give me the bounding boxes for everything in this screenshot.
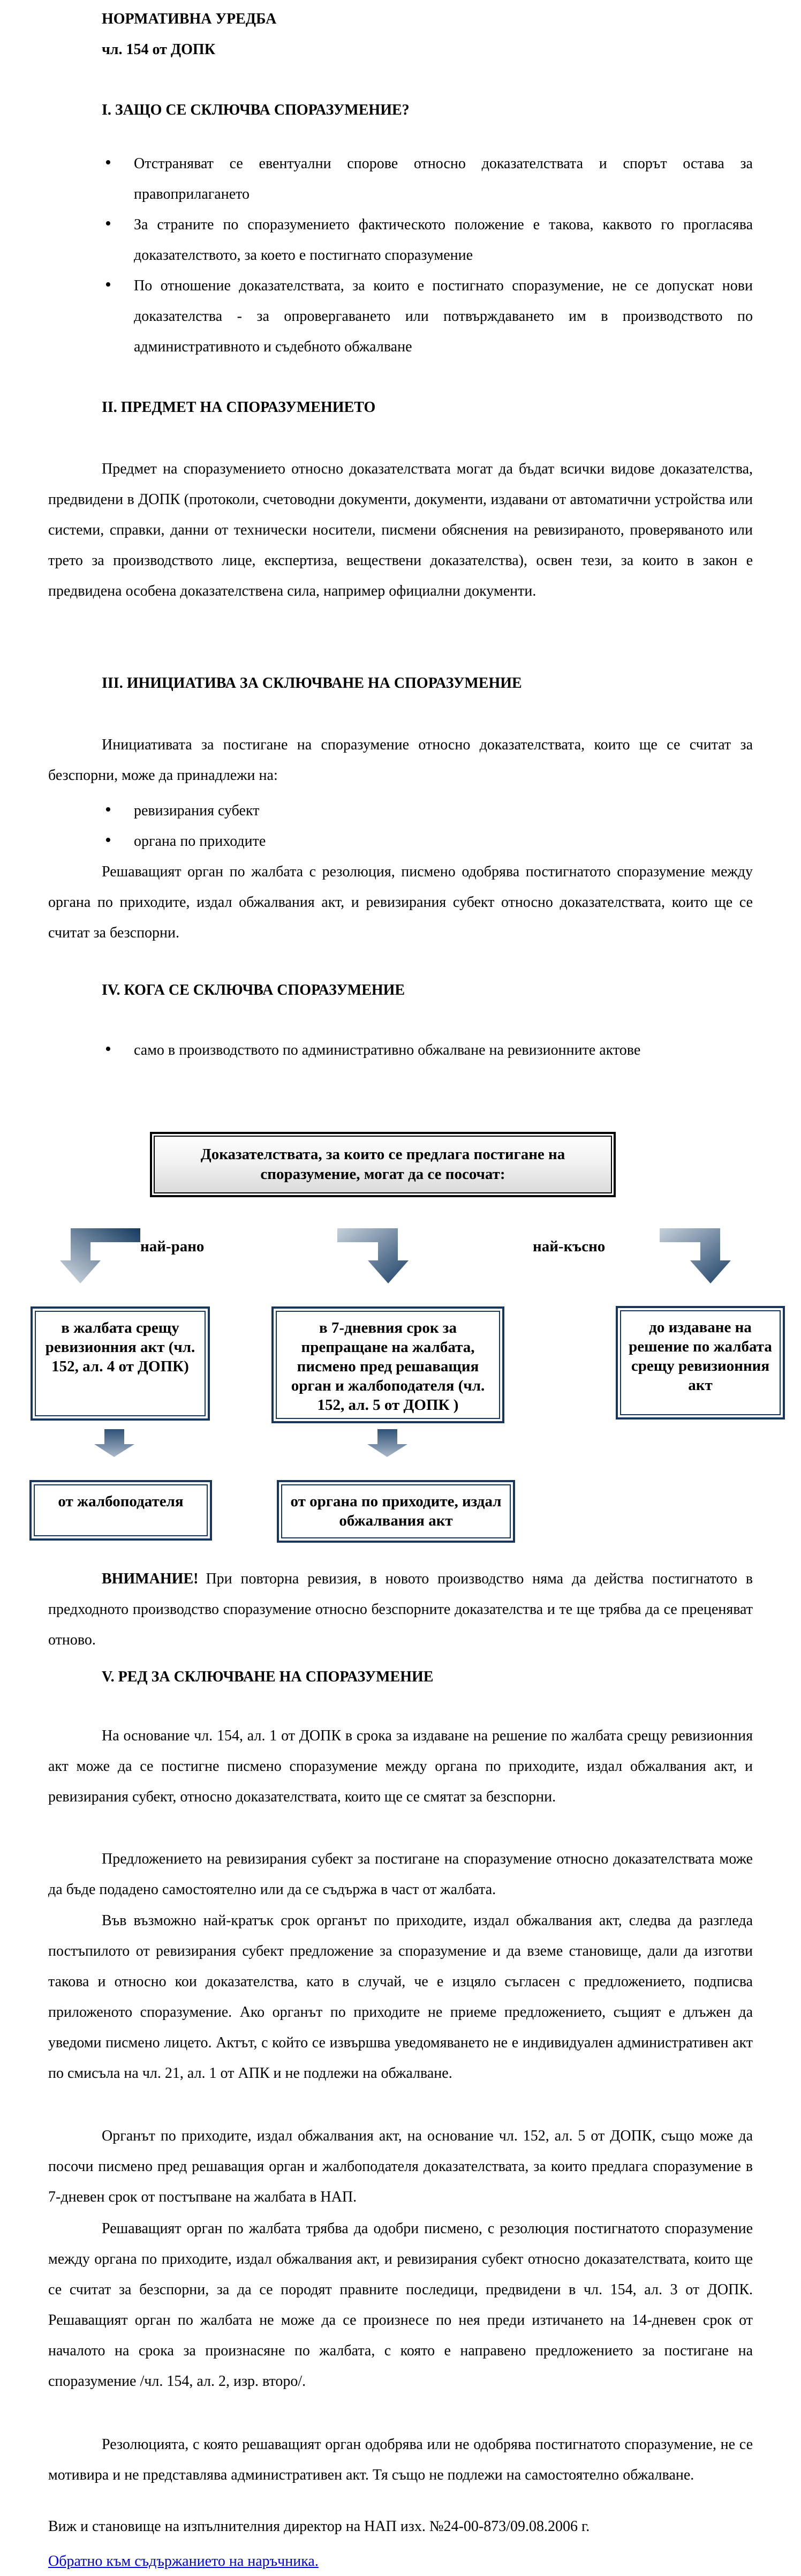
arrow-down-icon xyxy=(94,1429,134,1457)
footer-note: Виж и становище на изпълнителния директо… xyxy=(48,2518,590,2535)
section4-heading: IV. КОГА СЕ СКЛЮЧВА СПОРАЗУМЕНИЕ xyxy=(102,982,405,998)
diagram-box-text: в 7-дневния срок за препращане на жалбат… xyxy=(291,1319,485,1414)
bullet-icon: • xyxy=(105,800,111,820)
bullet-text: само в производството по административно… xyxy=(134,1042,641,1058)
attention-text: При повторна ревизия, в новото производс… xyxy=(48,1571,753,1648)
diagram-title-text: Доказателствата, за които се предлага по… xyxy=(200,1146,565,1183)
bullet-text: Отстраняват се евентуални спорове относн… xyxy=(134,155,753,202)
section5-paragraph-3: Във възможно най-кратък срок органът по … xyxy=(48,1912,753,2082)
section4-bullet-list: • само в производството по административ… xyxy=(48,1035,753,1065)
section5-paragraph-6: Резолюцията, с която решаващият орган од… xyxy=(48,2436,753,2483)
arrow-down-icon xyxy=(367,1429,407,1457)
section1-heading: I. ЗАЩО СЕ СКЛЮЧВА СПОРАЗУМЕНИЕ? xyxy=(102,102,410,118)
section5-paragraph-2: Предложението на ревизирания субект за п… xyxy=(48,1851,753,1898)
section1-bullet-list: • Отстраняват се евентуални спорове отно… xyxy=(48,148,753,362)
section5-paragraph-5: Решаващият орган по жалбата трябва да од… xyxy=(48,2220,753,2390)
attention-paragraph: ВНИМАНИЕ!При повторна ревизия, в новото … xyxy=(48,1564,753,1655)
diagram-label-earliest: най-рано xyxy=(140,1238,205,1255)
diagram-box-text: в жалбата срещу ревизионния акт (чл. 152… xyxy=(45,1319,195,1375)
section3-after-paragraph: Решаващият орган по жалбата с резолюция,… xyxy=(48,863,753,941)
diagram-box-text: от жалбоподателя xyxy=(58,1493,184,1510)
attention-label: ВНИМАНИЕ! xyxy=(102,1571,199,1587)
diagram-box-when-1: в жалбата срещу ревизионния акт (чл. 152… xyxy=(31,1306,210,1421)
diagram-box-when-3: до издаване на решение по жалбата срещу … xyxy=(616,1306,785,1420)
section5-heading: V. РЕД ЗА СКЛЮЧВАНЕ НА СПОРАЗУМЕНИЕ xyxy=(102,1669,434,1685)
section5-paragraph-4: Органът по приходите, издал обжалвания а… xyxy=(48,2128,753,2205)
list-item: • За страните по споразумението фактичес… xyxy=(48,209,753,271)
section3-intro-paragraph: Инициативата за постигане на споразумени… xyxy=(48,737,753,784)
flowchart-diagram: Доказателствата, за които се предлага по… xyxy=(0,1117,801,1548)
bullet-text: органа по приходите xyxy=(134,833,266,850)
list-item: • Отстраняват се евентуални спорове отно… xyxy=(48,148,753,209)
list-item: • По отношение доказателствата, за които… xyxy=(48,271,753,362)
diagram-box-when-2: в 7-дневния срок за препращане на жалбат… xyxy=(271,1306,504,1423)
bullet-icon: • xyxy=(105,1039,111,1059)
bullet-text: За страните по споразумението фактическо… xyxy=(134,216,753,264)
list-item: • ревизирания субект xyxy=(48,795,753,826)
diagram-box-text: от органа по приходите, издал обжалвания… xyxy=(290,1493,502,1529)
bullet-icon: • xyxy=(105,830,111,850)
doc-title-line2: чл. 154 от ДОПК xyxy=(102,41,216,58)
elbow-arrow-down-right-icon xyxy=(337,1228,409,1283)
diagram-box-text: до издаване на решение по жалбата срещу … xyxy=(629,1319,772,1394)
section5-paragraph-1: На основание чл. 154, ал. 1 от ДОПК в ср… xyxy=(48,1728,753,1805)
section3-bullet-list: • ревизирания субект • органа по приходи… xyxy=(48,795,753,857)
bullet-icon: • xyxy=(105,214,111,234)
section2-paragraph: Предмет на споразумението относно доказа… xyxy=(48,461,753,599)
back-to-contents-link[interactable]: Обратно към съдържанието на наръчника. xyxy=(48,2553,319,2570)
elbow-arrow-down-left-icon xyxy=(60,1228,140,1283)
section3-heading: III. ИНИЦИАТИВА ЗА СКЛЮЧВАНЕ НА СПОРАЗУМ… xyxy=(102,675,522,692)
section2-heading: II. ПРЕДМЕТ НА СПОРАЗУМЕНИЕТО xyxy=(102,399,376,416)
diagram-title-box: Доказателствата, за които се предлага по… xyxy=(150,1132,616,1197)
diagram-label-latest: най-късно xyxy=(533,1238,606,1255)
bullet-text: По отношение доказателствата, за които е… xyxy=(134,277,753,355)
diagram-box-who-2: от органа по приходите, издал обжалвания… xyxy=(277,1480,515,1543)
diagram-box-who-1: от жалбоподателя xyxy=(29,1480,212,1541)
list-item: • само в производството по административ… xyxy=(48,1035,753,1065)
doc-title-line1: НОРМАТИВНА УРЕДБА xyxy=(102,11,277,27)
elbow-arrow-down-right-icon xyxy=(660,1228,731,1283)
bullet-icon: • xyxy=(105,153,111,172)
bullet-icon: • xyxy=(105,275,111,295)
list-item: • органа по приходите xyxy=(48,826,753,857)
bullet-text: ревизирания субект xyxy=(134,802,260,819)
